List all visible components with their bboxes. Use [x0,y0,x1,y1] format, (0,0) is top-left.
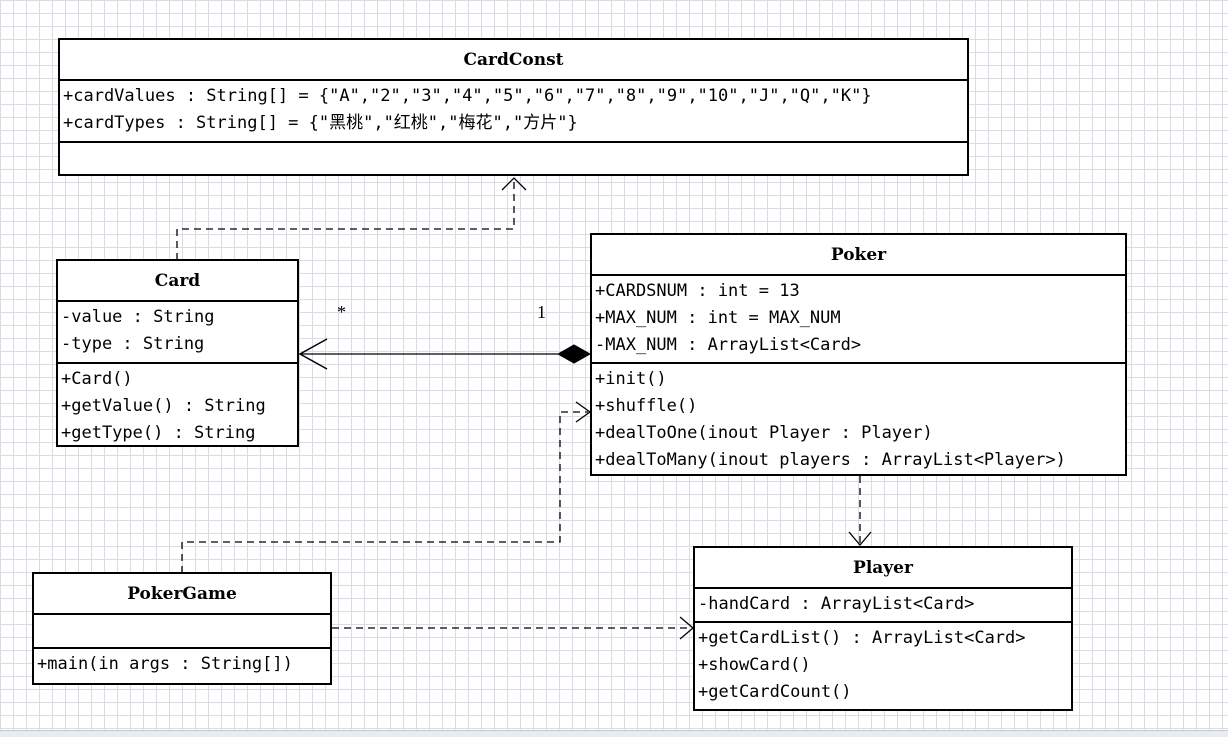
operation: +getCardCount() [698,682,852,702]
attribute: +CARDSNUM : int = 13 [595,281,800,301]
attribute: -handCard : ArrayList<Card> [698,594,975,614]
open-arrow-head-icon [298,338,328,370]
attributes-section: -handCard : ArrayList<Card> [695,589,1071,623]
attribute: -MAX_NUM : ArrayList<Card> [595,335,862,355]
operation: +dealToOne(inout Player : Player) [595,423,933,443]
attribute: +cardTypes : String[] = {"黑桃","红桃","梅花",… [63,113,578,133]
class-pokergame[interactable]: PokerGame +main(in args : String[]) [32,572,332,685]
operation: +shuffle() [595,396,698,416]
operation: +init() [595,369,667,389]
operation: +getType() : String [61,423,256,443]
attributes-section: +cardValues : String[] = {"A","2","3","4… [60,81,967,143]
class-poker[interactable]: Poker +CARDSNUM : int = 13 +MAX_NUM : in… [590,233,1127,476]
attributes-section: +CARDSNUM : int = 13 +MAX_NUM : int = MA… [592,276,1125,364]
open-arrow-head-icon [848,531,872,547]
attributes-section: -value : String -type : String [58,302,297,364]
class-name: Player [695,548,1071,589]
operation: +dealToMany(inout players : ArrayList<Pl… [595,450,1066,470]
attribute: +cardValues : String[] = {"A","2","3","4… [63,86,872,106]
attribute: -value : String [61,307,215,327]
operation: +getCardList() : ArrayList<Card> [698,628,1026,648]
class-player[interactable]: Player -handCard : ArrayList<Card> +getC… [693,546,1073,711]
operation: +Card() [61,369,133,389]
filled-diamond-icon [556,344,592,364]
attribute: +MAX_NUM : int = MAX_NUM [595,308,841,328]
class-name: CardConst [60,40,967,81]
operations-section: +init() +shuffle() +dealToOne(inout Play… [592,364,1125,474]
class-name: PokerGame [34,574,330,615]
class-name: Poker [592,235,1125,276]
operation: +getValue() : String [61,396,266,416]
operation: +main(in args : String[]) [37,654,293,674]
attribute: -type : String [61,334,205,354]
multiplicity-poker-end: 1 [537,302,546,322]
dependency-pokergame-poker[interactable] [181,411,588,573]
open-arrow-head-icon [501,177,527,191]
multiplicity-card-end: * [337,302,346,322]
operations-section: +main(in args : String[]) [34,649,330,678]
class-name: Card [58,261,297,302]
operation: +showCard() [698,655,811,675]
attributes-section [34,615,330,649]
operations-section: +Card() +getValue() : String +getType() … [58,364,297,445]
class-card[interactable]: Card -value : String -type : String +Car… [56,259,299,447]
bottom-toolbar-strip [0,730,1228,737]
class-cardconst[interactable]: CardConst +cardValues : String[] = {"A",… [58,38,969,176]
operations-section: +getCardList() : ArrayList<Card> +showCa… [695,623,1071,706]
dependency-card-cardconst[interactable] [176,180,515,260]
operations-section [60,143,967,174]
